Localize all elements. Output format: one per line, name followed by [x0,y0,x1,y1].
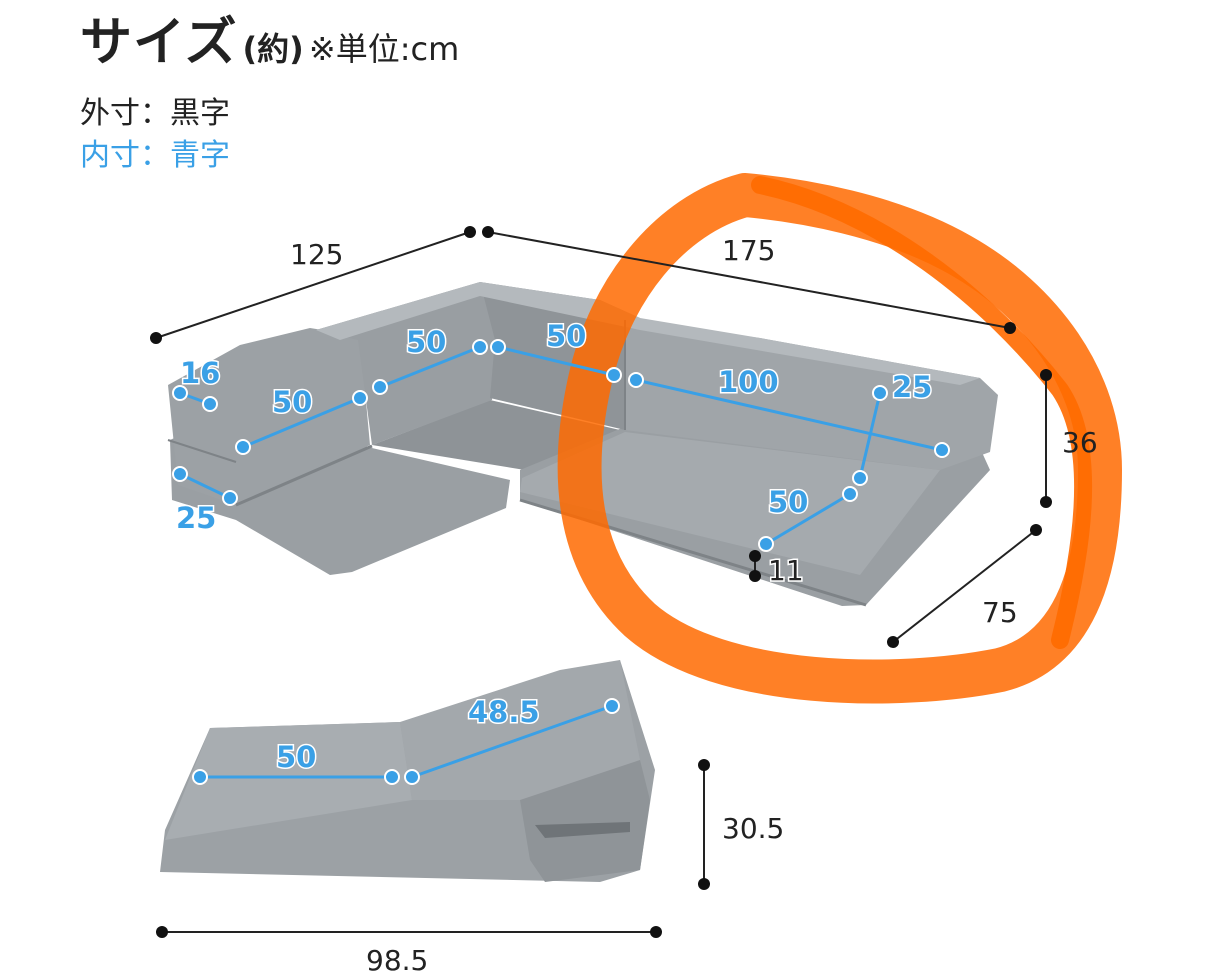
inner-50-d: 50 [768,485,808,519]
dim-line-75 [892,529,1037,643]
sofa-left-back-cushion [168,328,370,505]
chair-pocket [535,822,630,838]
marker-stroke-1 [557,173,1122,704]
chair-front-wedge [520,760,650,882]
inner-line-50-c [497,345,615,377]
inner-line-50-b [379,345,481,389]
dim-75: 75 [982,596,1018,629]
sofa-right-seat-top [520,432,940,575]
sofa-seam-1 [235,444,373,507]
sofa-seam-4 [167,439,237,463]
inner-line-25-left [179,472,231,500]
inner-100: 100 [718,365,779,399]
dim-36: 36 [1062,426,1098,459]
dim-dot [650,926,662,938]
dim-dot [887,636,899,648]
sofa-right-back-cushion [625,320,998,470]
inner-dot [202,396,218,412]
page-title: サイズ (約) ※単位:cm [80,0,459,75]
inner-dot [404,769,420,785]
marker-stroke-2 [751,176,1093,649]
dim-125: 125 [290,238,343,271]
dim-line-175 [487,231,1011,329]
dim-dot [1004,322,1016,334]
inner-dot [352,390,368,406]
inner-dot [934,442,950,458]
dim-dot [698,878,710,890]
inner-50-a: 50 [272,385,312,419]
inner-line-100 [635,378,943,452]
inner-dot [604,698,620,714]
legend-outer: 外寸：黒字 [80,96,230,131]
inner-dot [384,769,400,785]
inner-25-left: 25 [176,501,216,535]
chair-dim-30-5: 30.5 [722,812,784,845]
chair-inner-48-5: 48.5 [468,695,540,729]
dim-dot [698,759,710,771]
inner-16: 16 [180,356,220,390]
inner-dot [222,490,238,506]
inner-dot [842,486,858,502]
chair-inner-line-48-5 [411,704,613,779]
dim-11: 11 [768,554,804,587]
inner-dot [192,769,208,785]
dim-dot [156,926,168,938]
inner-dot [472,339,488,355]
inner-line-50-d [765,492,851,546]
inner-25-right: 25 [892,370,932,404]
dim-dot [482,226,494,238]
sofa-outer-dimensions: 125 175 36 75 11 [150,226,1098,648]
sofa-inner-dimensions: 16 25 50 50 50 100 25 [172,318,950,552]
chair-dimensions: 50 48.5 30.5 98.5 [156,694,784,974]
dim-dot [1040,369,1052,381]
dim-dot [749,570,761,582]
inner-dot [235,439,251,455]
title-text: サイズ [80,13,238,73]
dim-dot [464,226,476,238]
inner-dot [172,466,188,482]
inner-line-25-right [858,392,882,479]
legend-inner: 内寸：青字 [80,138,230,173]
chair-back-top [400,660,640,800]
inner-dot [172,385,188,401]
unit-note: ※単位:cm [308,30,460,68]
dim-dot [1040,496,1052,508]
inner-dot [758,536,774,552]
inner-50-b: 50 [406,325,446,359]
inner-dot [628,372,644,388]
dim-dot [150,332,162,344]
chair-seat-top [165,722,412,840]
inner-dot [606,367,622,383]
chair-inner-50: 50 [276,740,316,774]
title-approx: (約) [242,30,304,68]
dim-dot [1030,524,1042,536]
inner-dot [372,379,388,395]
dim-dot [749,550,761,562]
chair-dim-98-5: 98.5 [366,944,428,974]
inner-dot [490,339,506,355]
sofa-back-top-highlight [316,282,980,385]
orange-highlight-circle [557,173,1122,704]
dim-line-125 [155,231,471,339]
dim-175: 175 [722,234,775,267]
inner-dot [872,385,888,401]
inner-line-50-a [242,396,361,449]
inner-50-c: 50 [546,319,586,353]
inner-dot [852,470,868,486]
